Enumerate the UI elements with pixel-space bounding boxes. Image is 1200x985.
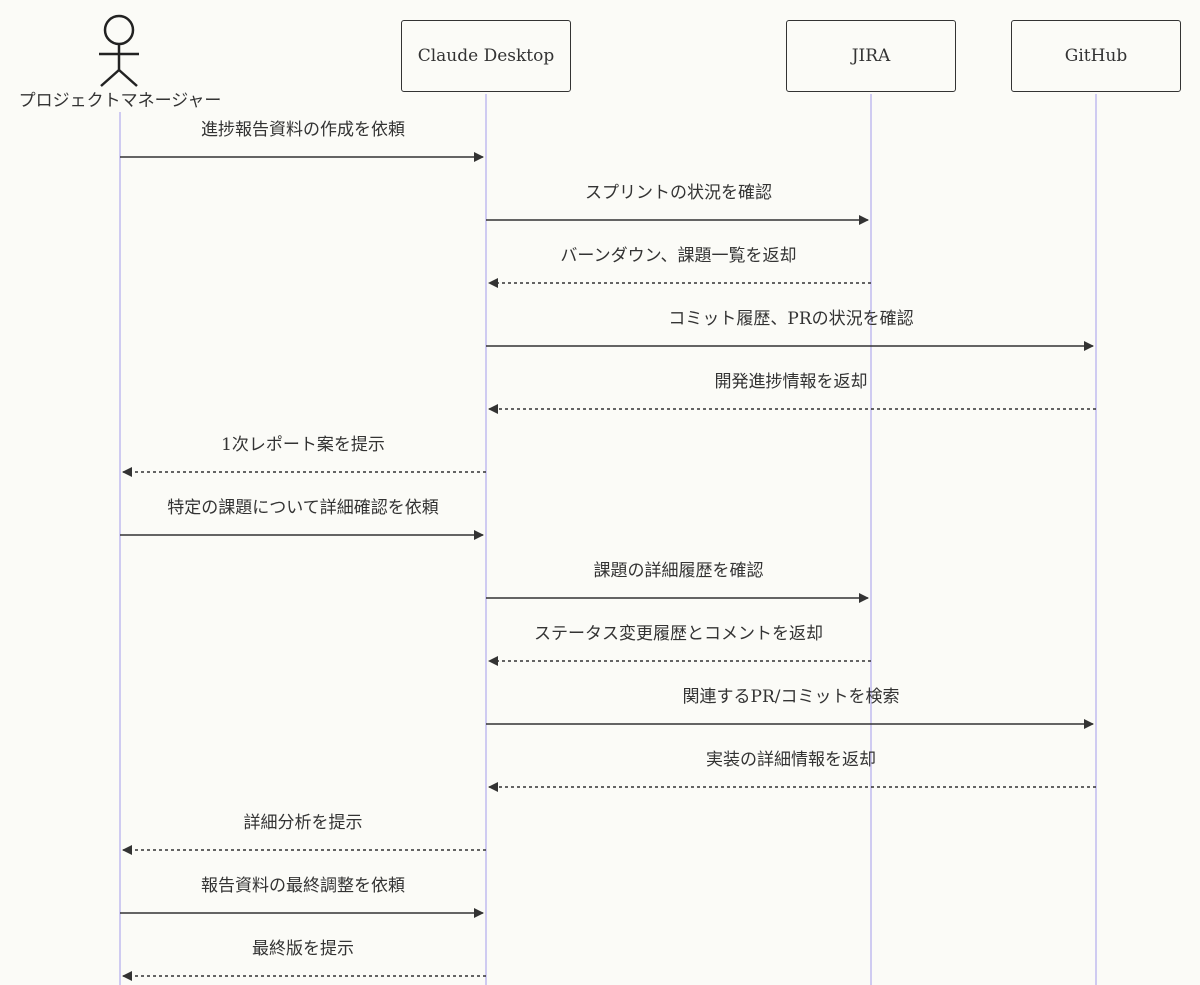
message-label-5: 開発進捗情報を返却 [714, 372, 868, 392]
message-label-8: 課題の詳細履歴を確認 [593, 561, 764, 581]
message-label-12: 詳細分析を提示 [243, 813, 363, 833]
actor-pm-label: プロジェクトマネージャー [18, 91, 222, 111]
message-label-4: コミット履歴、PRの状況を確認 [668, 309, 914, 329]
message-label-7: 特定の課題について詳細確認を依頼 [167, 498, 439, 518]
participant-jira: JIRA [786, 20, 956, 92]
message-label-10: 関連するPR/コミットを検索 [682, 687, 900, 707]
lifeline-claude [485, 94, 487, 985]
message-label-1: 進捗報告資料の作成を依頼 [201, 120, 405, 140]
participant-claude-desktop: Claude Desktop [401, 20, 571, 92]
message-label-6: 1次レポート案を提示 [221, 435, 385, 455]
participant-claude-desktop-label: Claude Desktop [417, 46, 555, 66]
lifeline-jira [870, 94, 872, 985]
participant-github: GitHub [1011, 20, 1181, 92]
participant-github-label: GitHub [1064, 46, 1128, 66]
participant-jira-label: JIRA [851, 46, 891, 66]
lifeline-pm [119, 112, 121, 985]
message-label-2: スプリントの状況を確認 [585, 183, 772, 203]
message-label-9: ステータス変更履歴とコメントを返却 [534, 624, 823, 644]
message-label-3: バーンダウン、課題一覧を返却 [560, 246, 797, 266]
actor-person-icon [99, 14, 139, 87]
lifeline-github [1095, 94, 1097, 985]
message-label-14: 最終版を提示 [252, 939, 354, 959]
message-label-11: 実装の詳細情報を返却 [706, 750, 876, 770]
message-label-13: 報告資料の最終調整を依頼 [201, 876, 405, 896]
